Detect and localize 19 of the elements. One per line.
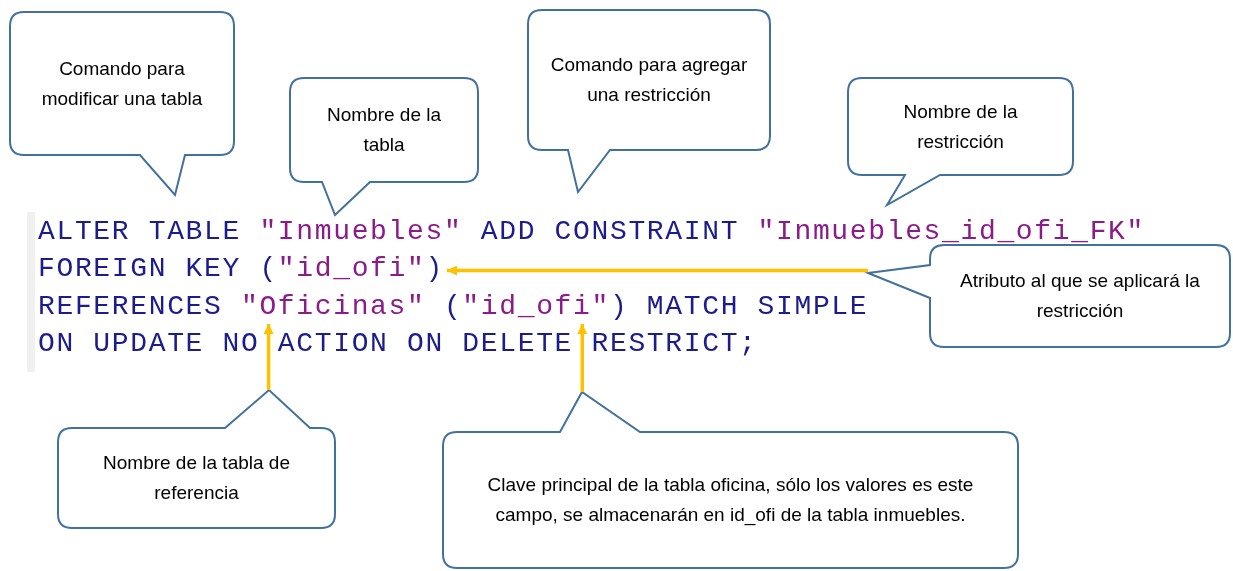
- callout-bubble: [528, 10, 770, 192]
- callout-text: Comando para agregar una restricción: [549, 53, 749, 107]
- arrow: [263, 324, 274, 390]
- code-line: ALTER TABLE "Inmuebles" ADD CONSTRAINT "Inmuebles_id_ofi_FK": [38, 215, 1145, 248]
- callout-text: Nombre de la restricción: [902, 99, 1019, 154]
- callout-bubble: [58, 390, 335, 528]
- callout-bubble: [10, 12, 234, 195]
- callout-bubble: [848, 78, 1073, 205]
- callout-bubble: [443, 392, 1018, 568]
- code-line: FOREIGN KEY ("id_ofi"): [38, 252, 444, 285]
- callout-text: Clave principal de la tabla oficina, sólo los valores es este campo, se almacenarán en id_ofi de la tabla inmuebles.: [486, 473, 975, 528]
- callout-bubble: [290, 78, 478, 215]
- callout-text: Nombre de la tabla de referencia: [102, 451, 291, 505]
- callout-text: Comando para modificar una tabla: [40, 56, 204, 111]
- callout-text: Nombre de la tabla: [325, 103, 443, 157]
- arrow: [446, 265, 868, 276]
- code-line: REFERENCES "Oficinas" ("id_ofi") MATCH SIMPLE: [38, 290, 869, 323]
- arrow: [577, 324, 588, 392]
- code-line: ON UPDATE NO ACTION ON DELETE RESTRICT;: [38, 327, 758, 360]
